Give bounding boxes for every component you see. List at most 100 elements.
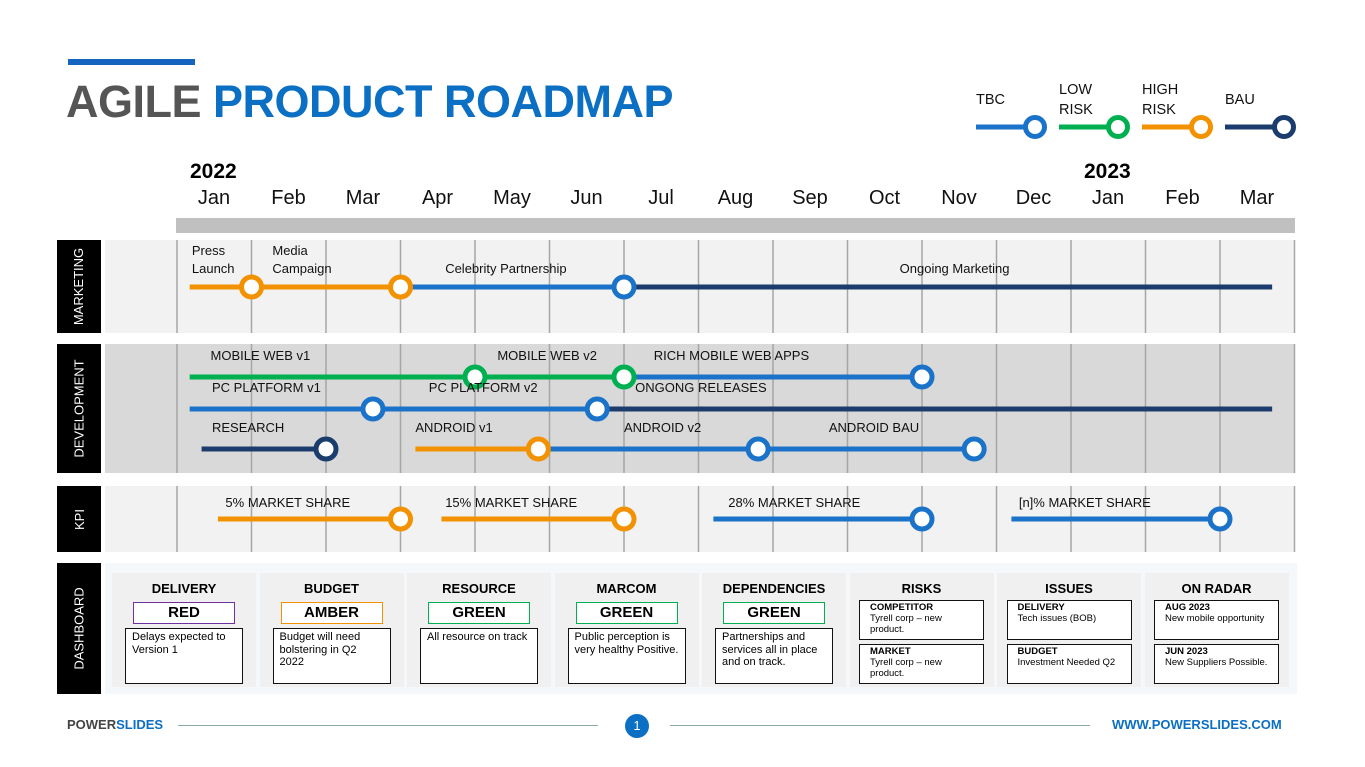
card-description: Partnerships and services all in place a…: [715, 628, 833, 684]
timeline-label: Ongoing Marketing: [899, 261, 1010, 276]
month-label: Dec: [1015, 187, 1052, 209]
month-label: Aug: [717, 187, 754, 209]
month-label: Oct: [868, 187, 901, 209]
month-label: Jun: [570, 187, 603, 209]
milestone-marker: [313, 436, 339, 462]
timeline-label: RICH MOBILE WEB APPS: [653, 348, 810, 363]
timeline-label: Celebrity Partnership: [445, 261, 567, 276]
legend-label: TBC: [976, 92, 1005, 108]
card-title: BUDGET: [304, 581, 359, 596]
month-label: May: [493, 187, 531, 209]
status-badge: GREEN: [428, 602, 530, 624]
legend-label: LOW RISK: [1059, 82, 1093, 118]
lane-label-marketing: MARKETING: [57, 240, 101, 333]
dashboard-card: RESOURCE GREEN All resource on track: [407, 573, 551, 687]
year-label: 2023: [1084, 160, 1131, 183]
milestone-marker: [745, 436, 771, 462]
month-label: Jan: [1091, 187, 1125, 209]
page-number: 1: [625, 714, 649, 738]
timeline-label: Press Launch: [191, 243, 235, 276]
month-label: Apr: [421, 187, 454, 209]
status-badge: AMBER: [280, 602, 383, 624]
status-badge: RED: [133, 602, 235, 624]
card-title: DELIVERY: [151, 581, 217, 596]
card-title: ISSUES: [1045, 581, 1093, 596]
milestone-marker: [388, 506, 413, 532]
footer-brand: POWERSLIDES: [67, 717, 164, 732]
card-title: DEPENDENCIES: [722, 581, 826, 596]
timeline-label: ANDROID v2: [624, 420, 702, 435]
card-title: MARCOM: [596, 581, 657, 596]
month-label: Jul: [648, 187, 674, 209]
milestone-marker: [909, 364, 935, 390]
card-description: Public perception is very healthy Positi…: [567, 628, 686, 684]
card-description: Budget will need bolstering in Q2 2022: [272, 628, 391, 684]
legend-marker-icon: [1059, 115, 1130, 139]
status-badge: GREEN: [723, 602, 825, 624]
timeline-label: MOBILE WEB v2: [497, 348, 598, 363]
timeline-header-bar: [176, 218, 1295, 233]
card-description: All resource on track: [420, 628, 538, 684]
footer-divider: [178, 725, 598, 726]
footer-url[interactable]: WWW.POWERSLIDES.COM: [1112, 717, 1282, 732]
title-part2: PRODUCT ROADMAP: [213, 76, 674, 127]
milestone-marker: [1207, 506, 1233, 532]
month-label: Feb: [1165, 187, 1200, 209]
lane-label-development: DEVELOPMENT: [57, 344, 101, 473]
timeline-label: 5% MARKET SHARE: [225, 495, 351, 510]
timeline-label: 15% MARKET SHARE: [445, 495, 578, 510]
milestone-marker: [462, 364, 488, 390]
month-label: Nov: [941, 187, 977, 209]
title-accent-bar: [68, 59, 195, 65]
lane-label-kpi: KPI: [57, 486, 101, 552]
milestone-marker: [525, 436, 551, 462]
legend-marker-icon: [1142, 115, 1213, 139]
milestone-marker: [611, 274, 637, 300]
card-title: ON RADAR: [1181, 581, 1252, 596]
legend-label: BAU: [1225, 92, 1255, 108]
dashboard-card: MARCOM GREEN Public perception is very hea…: [554, 573, 699, 687]
milestone-marker: [611, 364, 637, 390]
milestone-marker: [961, 436, 987, 462]
timeline-label: PC PLATFORM v1: [212, 380, 321, 395]
dashboard-card: BUDGET AMBER Budget will need bolstering i…: [259, 573, 404, 687]
timeline-label: ANDROID v1: [415, 420, 493, 435]
milestone-marker: [611, 506, 637, 532]
timeline-label: Media Campaign: [272, 243, 332, 276]
title-part1: AGILE: [66, 76, 202, 127]
month-label: Jan: [197, 187, 231, 209]
timeline-label: ONGONG RELEASES: [635, 380, 767, 395]
dashboard-card: DEPENDENCIES GREEN Partnerships and servic…: [702, 573, 846, 687]
month-label: Sep: [792, 187, 828, 209]
timeline-label: RESEARCH: [212, 420, 285, 435]
milestone-marker: [584, 396, 610, 422]
status-badge: GREEN: [575, 602, 678, 624]
card-title: RISKS: [901, 581, 942, 596]
legend-marker-icon: [976, 115, 1047, 139]
card-title: RESOURCE: [442, 581, 516, 596]
lane-label-dashboard: DASHBOARD: [57, 563, 101, 694]
timeline-label: [n]% MARKET SHARE: [1018, 495, 1151, 510]
milestone-marker: [360, 396, 386, 422]
month-label: Mar: [345, 187, 381, 209]
timeline-label: PC PLATFORM v2: [428, 380, 538, 395]
footer-divider: [670, 725, 1090, 726]
page-title: AGILE PRODUCT ROADMAP: [66, 76, 674, 128]
legend-label: HIGH RISK: [1142, 82, 1179, 118]
month-label: Mar: [1239, 187, 1275, 209]
milestone-marker: [388, 274, 413, 300]
timeline-label: ANDROID BAU: [828, 420, 920, 435]
milestone-marker: [909, 506, 935, 532]
month-label: Feb: [271, 187, 306, 209]
